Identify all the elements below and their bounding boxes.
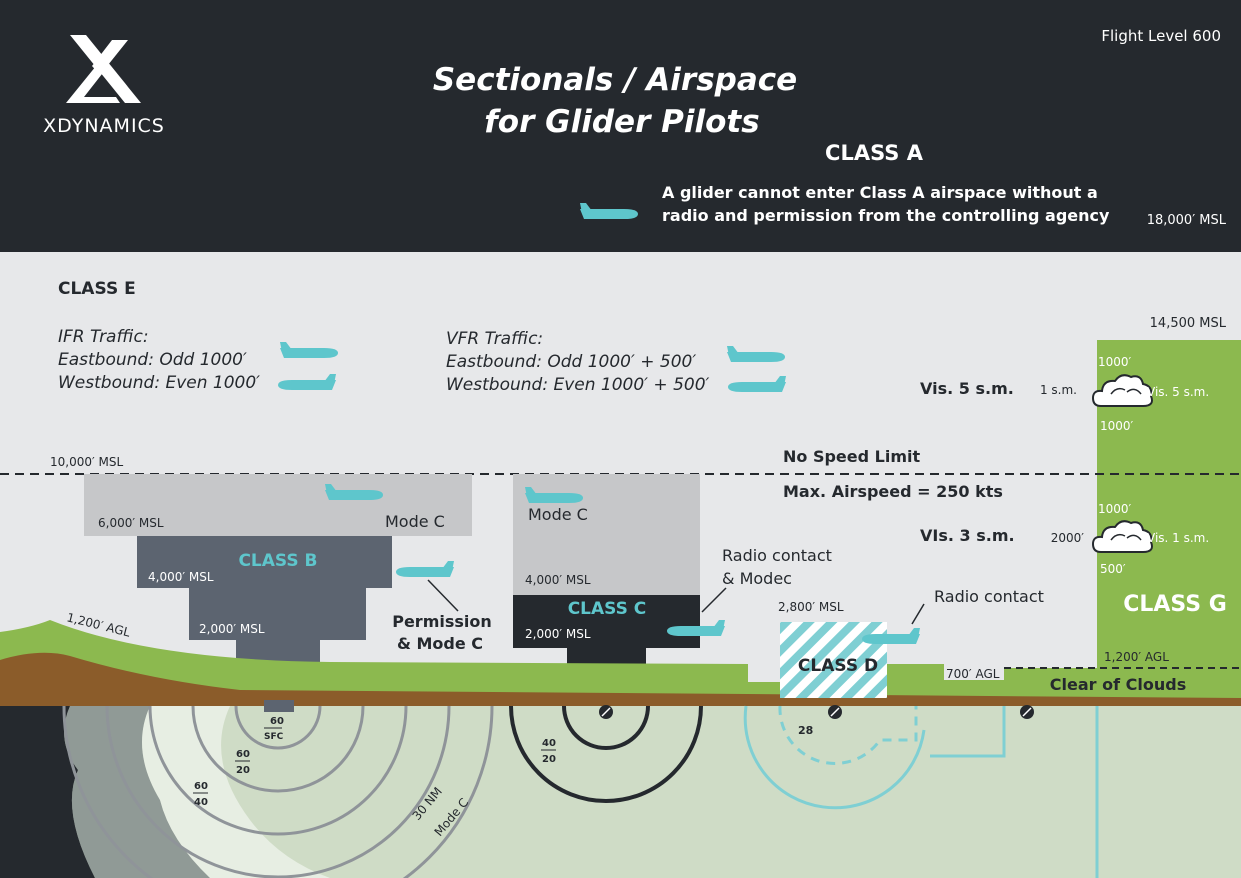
plane-icon [278,374,336,390]
ifr-heading: IFR Traffic: [58,327,149,347]
class-d-rings [743,705,1099,878]
class-d-altitude: 2,800′ MSL [778,600,844,614]
class-d-callout [911,603,925,625]
class-b-airport [264,700,294,712]
class-b-shelf [84,474,472,536]
class-b-core [137,536,392,700]
class-e-label: CLASS E [58,279,136,299]
class-d-runway-number: 28 [798,724,813,737]
ground-soil [0,652,1241,706]
class-a-altitude: 18,000′ MSL [1147,213,1227,228]
lower-cloud-below: 500′ [1100,562,1126,576]
class-c-label: CLASS C [568,599,647,619]
upper-cloud-horizontal: 1 s.m. [1040,383,1077,397]
class-b-req-1: Permission [392,612,492,631]
class-g-agl: 1,200′ AGL [1104,650,1169,664]
class-c-mode: Mode C [528,505,588,524]
class-c-alt-top: 4,000′ MSL [525,573,591,587]
class-a-note-2: radio and permission from the controllin… [662,206,1110,225]
class-b-req-2: & Mode C [397,634,483,653]
class-e-upper-vis: Vis. 5 s.m. [920,379,1014,398]
class-b-mode: Mode C [385,512,445,531]
plane-icon [727,346,785,362]
b-inner-top: 60 [270,716,284,727]
vfr-east: Eastbound: Odd 1000′ + 500′ [446,352,696,372]
c-top: 40 [542,738,556,749]
class-c-rings [509,705,703,803]
lower-cloud-horizontal: 2000′ [1051,531,1085,545]
class-a-label: CLASS A [825,141,924,165]
x-logo-icon [66,35,141,103]
vfr-heading: VFR Traffic: [446,329,543,349]
class-a-note-1: A glider cannot enter Class A airspace w… [662,183,1098,202]
lower-cloud-vis: Vis. 1 s.m. [1147,531,1209,545]
ground-grass [0,620,1241,702]
ifr-east: Eastbound: Odd 1000′ [58,350,247,370]
brand-name: XDYNAMICS [43,115,165,137]
class-c-req-1: Radio contact [722,546,832,565]
b-mid-bottom: 20 [236,765,250,776]
class-b-label: CLASS B [238,551,317,571]
upper-cloud-below: 1000′ [1100,419,1134,433]
b-outer-top: 60 [194,781,208,792]
ifr-west: Westbound: Even 1000′ [58,373,260,393]
b-mid-top: 60 [236,749,250,760]
title-line-1: Sectionals / Airspace [433,62,797,98]
speed-above: No Speed Limit [783,447,920,466]
plane-icon [728,376,786,392]
class-c-alt-low: 2,000′ MSL [525,627,591,641]
class-d-label: CLASS D [798,656,878,676]
map-terrain-mid [64,706,210,878]
upper-cloud-above: 1000′ [1098,355,1132,369]
c-bottom: 20 [542,754,556,765]
speed-line-altitude: 10,000′ MSL [50,455,123,469]
map-terrain-light [142,706,330,878]
class-b-alt-low: 2,000′ MSL [199,622,265,636]
terrain-agl-right: 700′ AGL [946,667,1000,681]
class-b-rings [62,705,494,878]
vfr-west: Westbound: Even 1000′ + 500′ [446,375,710,395]
clear-of-clouds: Clear of Clouds [1050,675,1186,694]
class-b-alt-top: 6,000′ MSL [98,516,164,530]
class-b-alt-mid: 4,000′ MSL [148,570,214,584]
b-inner-bottom: SFC [264,732,284,742]
class-e-lower-vis: VIs. 3 s.m. [920,526,1015,545]
class-g-top-altitude: 14,500 MSL [1150,316,1227,331]
class-d-req: Radio contact [934,587,1044,606]
plane-icon [280,342,338,358]
title-line-2: for Glider Pilots [484,104,759,140]
b-outer-bottom: 40 [194,797,208,808]
class-c-core [513,595,700,700]
flight-level: Flight Level 600 [1101,27,1221,45]
map-terrain-dark [0,706,95,878]
lower-cloud-above: 1000′ [1098,502,1132,516]
class-c-callout [701,587,727,613]
speed-below: Max. Airspeed = 250 kts [783,482,1003,501]
upper-cloud-vis: Vis. 5 s.m. [1147,385,1209,399]
class-b-callout [427,579,459,612]
class-g-label: CLASS G [1123,592,1227,617]
plane-icon [396,561,454,577]
class-c-req-2: & Modec [722,569,792,588]
